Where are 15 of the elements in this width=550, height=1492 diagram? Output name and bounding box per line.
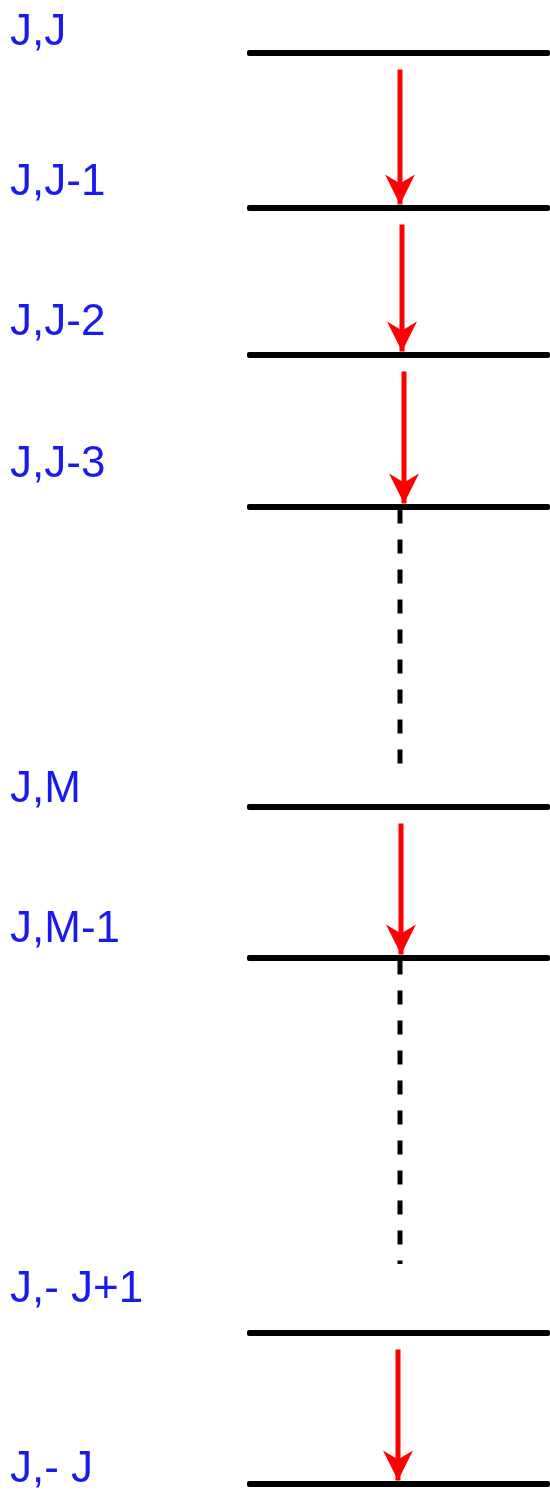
level-label: J,M-1: [10, 904, 120, 950]
dashed-line: [397, 509, 403, 764]
dashed-line: [397, 960, 403, 1264]
arrow: [385, 69, 415, 205]
arrow: [383, 1349, 413, 1481]
arrow: [386, 823, 416, 955]
level-label: J,J: [10, 7, 67, 53]
level-label: J,- J: [10, 1444, 94, 1490]
level-label: J,J-1: [10, 157, 106, 203]
level-label: J,J-3: [10, 439, 106, 485]
arrow: [387, 224, 417, 352]
level-label: J,- J+1: [10, 1264, 144, 1310]
level-label: J,J-2: [10, 297, 106, 343]
arrow: [389, 371, 419, 504]
level-label: J,M: [10, 764, 81, 810]
